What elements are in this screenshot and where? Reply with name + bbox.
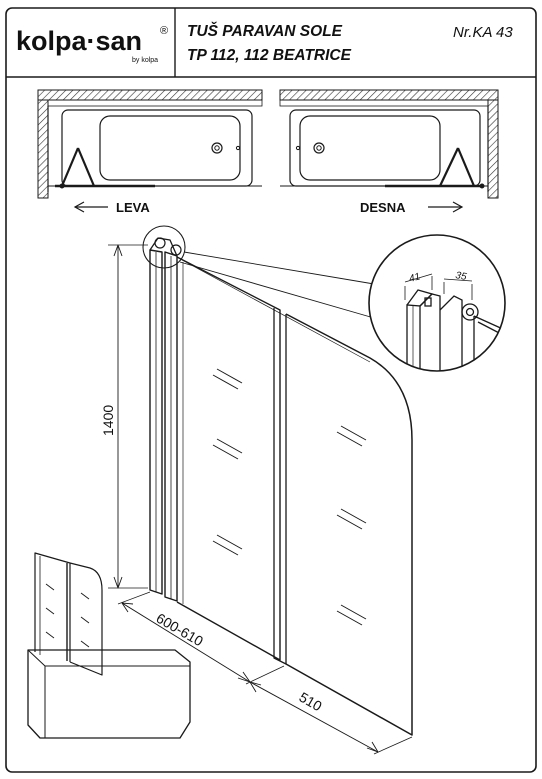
- detail-dimension-a: 41: [408, 271, 422, 285]
- swing-width-dimension-label: 510: [297, 689, 325, 715]
- left-top-view: [37, 89, 263, 213]
- right-top-view: [279, 89, 499, 213]
- height-dimension-label: 1400: [100, 405, 116, 436]
- sheet-border: [5, 7, 537, 773]
- fixed-width-dimension-label: 600-610: [154, 610, 207, 650]
- document-number: Nr.KA 43: [453, 24, 513, 41]
- brand-subline: by kolpa: [132, 57, 158, 64]
- profile-detail-circle: 41 35: [368, 234, 506, 372]
- brand-registered-mark: ®: [160, 25, 168, 37]
- bathtub-thumbnail: [27, 552, 191, 739]
- detail-dimension-b: 35: [454, 270, 467, 283]
- right-orientation-label: DESNA: [360, 200, 406, 215]
- shower-screen-perspective: [108, 225, 413, 755]
- title-line-2: TP 112, 112 BEATRICE: [187, 47, 352, 64]
- left-orientation-label: LEVA: [116, 200, 150, 215]
- header: kolpa·san ® by kolpa TUŠ PARAVAN SOLE TP…: [6, 8, 536, 78]
- title-line-1: TUŠ PARAVAN SOLE: [187, 22, 343, 40]
- brand-logo: kolpa·san: [16, 26, 142, 56]
